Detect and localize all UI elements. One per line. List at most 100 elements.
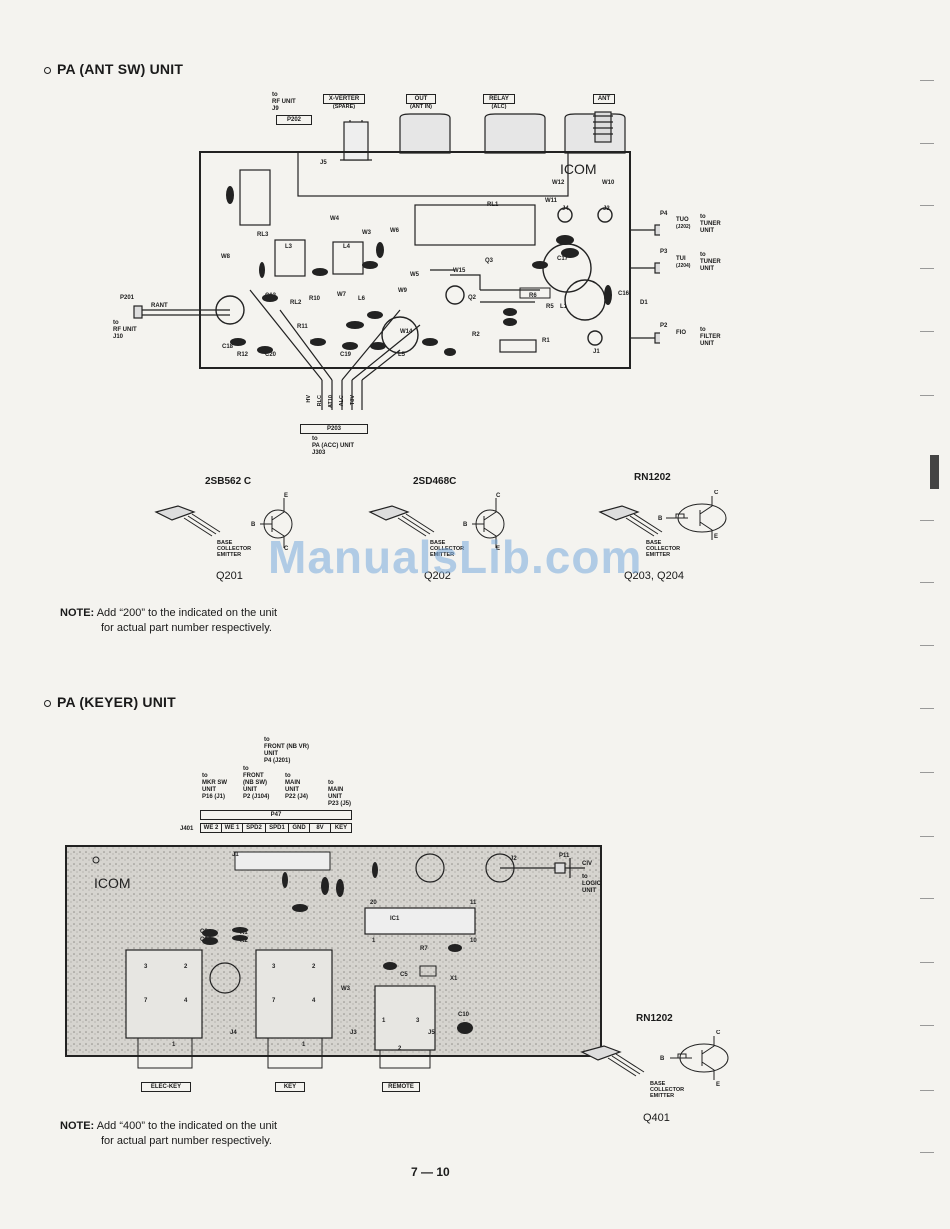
svg-text:J1: J1	[593, 349, 600, 355]
watermark: ManualsLib.com	[268, 531, 643, 583]
keyer-board-brand-icom: ICOM	[94, 875, 131, 891]
svg-text:J2: J2	[510, 856, 517, 862]
svg-text:3: 3	[416, 1018, 420, 1024]
transistor-type-1: 2SB562 C	[205, 476, 252, 487]
svg-text:C: C	[716, 1030, 721, 1036]
transistor-pinout-drawings: BEC BCE BCE	[154, 490, 727, 552]
svg-text:B: B	[463, 522, 468, 528]
svg-text:B: B	[251, 522, 256, 528]
svg-text:W4: W4	[330, 216, 340, 222]
transistor-ref-2: Q202	[424, 570, 451, 582]
svg-text:E: E	[716, 1082, 720, 1088]
svg-text:1: 1	[382, 1018, 386, 1024]
civ-label: CIV	[582, 861, 593, 867]
q401-pinout-drawing: B C E	[580, 1030, 729, 1088]
transistor-ref-3: Q203, Q204	[624, 570, 684, 582]
svg-text:C20: C20	[265, 352, 277, 358]
svg-text:W15: W15	[453, 268, 466, 274]
svg-text:C9: C9	[200, 937, 208, 943]
section-title-keyer: PA (KEYER) UNIT	[44, 694, 176, 710]
svg-text:B: B	[658, 516, 663, 522]
svg-text:L4: L4	[343, 244, 351, 250]
svg-text:RL1: RL1	[487, 202, 499, 208]
svg-text:4: 4	[184, 998, 188, 1004]
svg-text:1: 1	[172, 1042, 176, 1048]
board-brand-icom: ICOM	[560, 161, 597, 177]
note-mkr-sw: to MKR SW UNIT P16 (J1)	[202, 773, 227, 800]
svg-text:J4: J4	[230, 1030, 237, 1036]
section-title-ant-sw: PA (ANT SW) UNIT	[44, 61, 183, 77]
svg-text:R11: R11	[297, 324, 308, 330]
svg-text:R12: R12	[237, 352, 249, 358]
svg-text:W7: W7	[337, 292, 347, 298]
p2-conn: P2	[660, 323, 668, 329]
logic-unit-note: to LOGIC UNIT	[582, 874, 601, 894]
svg-text:R6: R6	[529, 293, 537, 299]
svg-text:W6: W6	[390, 228, 400, 234]
remote-box: REMOTE	[382, 1082, 420, 1092]
svg-text:C5: C5	[400, 972, 408, 978]
svg-text:7: 7	[272, 998, 276, 1004]
svg-text:L3: L3	[285, 244, 293, 250]
svg-text:W9: W9	[398, 288, 408, 294]
transistor-type-3: RN1202	[634, 472, 671, 483]
p4-conn: P4	[660, 211, 668, 217]
svg-text:L5: L5	[398, 352, 406, 358]
svg-text:C19: C19	[340, 352, 352, 358]
elec-key-box: ELEC-KEY	[141, 1082, 191, 1092]
svg-text:IC1: IC1	[390, 916, 400, 922]
tuo-label: TUO (J202)	[676, 217, 691, 230]
note-1: NOTE: Add “200” to the indicated on the …	[60, 607, 278, 634]
svg-text:2: 2	[312, 964, 316, 970]
svg-text:7: 7	[144, 998, 148, 1004]
svg-text:20: 20	[370, 900, 377, 906]
svg-text:11: 11	[470, 900, 477, 906]
svg-text:W12: W12	[552, 180, 565, 186]
fio-label: FIO	[676, 330, 686, 336]
svg-text:R10: R10	[309, 296, 321, 302]
p203-pin-labels: HV RLC AT10 ALC T8V	[306, 395, 356, 409]
transistor-type-q401: RN1202	[636, 1013, 673, 1024]
transistor-type-2: 2SD468C	[413, 476, 457, 487]
svg-text:C18: C18	[222, 344, 234, 350]
svg-text:B: B	[660, 1056, 665, 1062]
conn-out: OUT (ANT IN)	[406, 94, 436, 110]
svg-text:R5: R5	[546, 304, 554, 310]
filter-unit-note: to FILTER UNIT	[700, 327, 721, 347]
note-front-nb-vr: to FRONT (NB VR) UNIT P4 (J201)	[264, 737, 309, 764]
conn-relay: RELAY (ALC)	[483, 94, 515, 110]
svg-text:W3: W3	[362, 230, 372, 236]
svg-text:C17: C17	[557, 256, 569, 262]
svg-text:C8: C8	[200, 929, 208, 935]
page-number: 7 — 10	[411, 1165, 450, 1179]
j401-pin-row: WE 2 WE 1 SPD2 SPD1 GND 8V KEY	[200, 823, 352, 833]
svg-text:W14: W14	[400, 329, 413, 335]
svg-text:E: E	[714, 534, 718, 540]
svg-text:R1: R1	[240, 930, 248, 936]
note-2: NOTE: Add “400” to the indicated on the …	[60, 1120, 278, 1147]
svg-text:D1: D1	[640, 300, 648, 306]
note-main-j5: to MAIN UNIT P23 (J5)	[328, 780, 352, 807]
svg-text:J3: J3	[350, 1030, 357, 1036]
svg-text:L6: L6	[358, 296, 366, 302]
p47-box: P47	[200, 810, 352, 820]
svg-text:E: E	[284, 493, 288, 499]
svg-text:E: E	[496, 546, 500, 552]
p202-box: P202	[276, 115, 312, 125]
svg-text:W10: W10	[602, 180, 615, 186]
svg-text:3: 3	[144, 964, 148, 970]
svg-text:C16: C16	[618, 291, 630, 297]
rf-unit-note: to RF UNIT J9	[272, 92, 296, 112]
svg-text:R1: R1	[542, 338, 550, 344]
p203-box: P203	[300, 424, 368, 434]
tuner-unit-note-1: to TUNER UNIT	[700, 214, 721, 234]
bullet-icon	[44, 699, 51, 707]
svg-text:R2: R2	[472, 332, 480, 338]
tui-label: TUI (J204)	[676, 256, 691, 269]
svg-text:R2: R2	[240, 938, 248, 944]
svg-text:D3: D3	[310, 340, 318, 346]
